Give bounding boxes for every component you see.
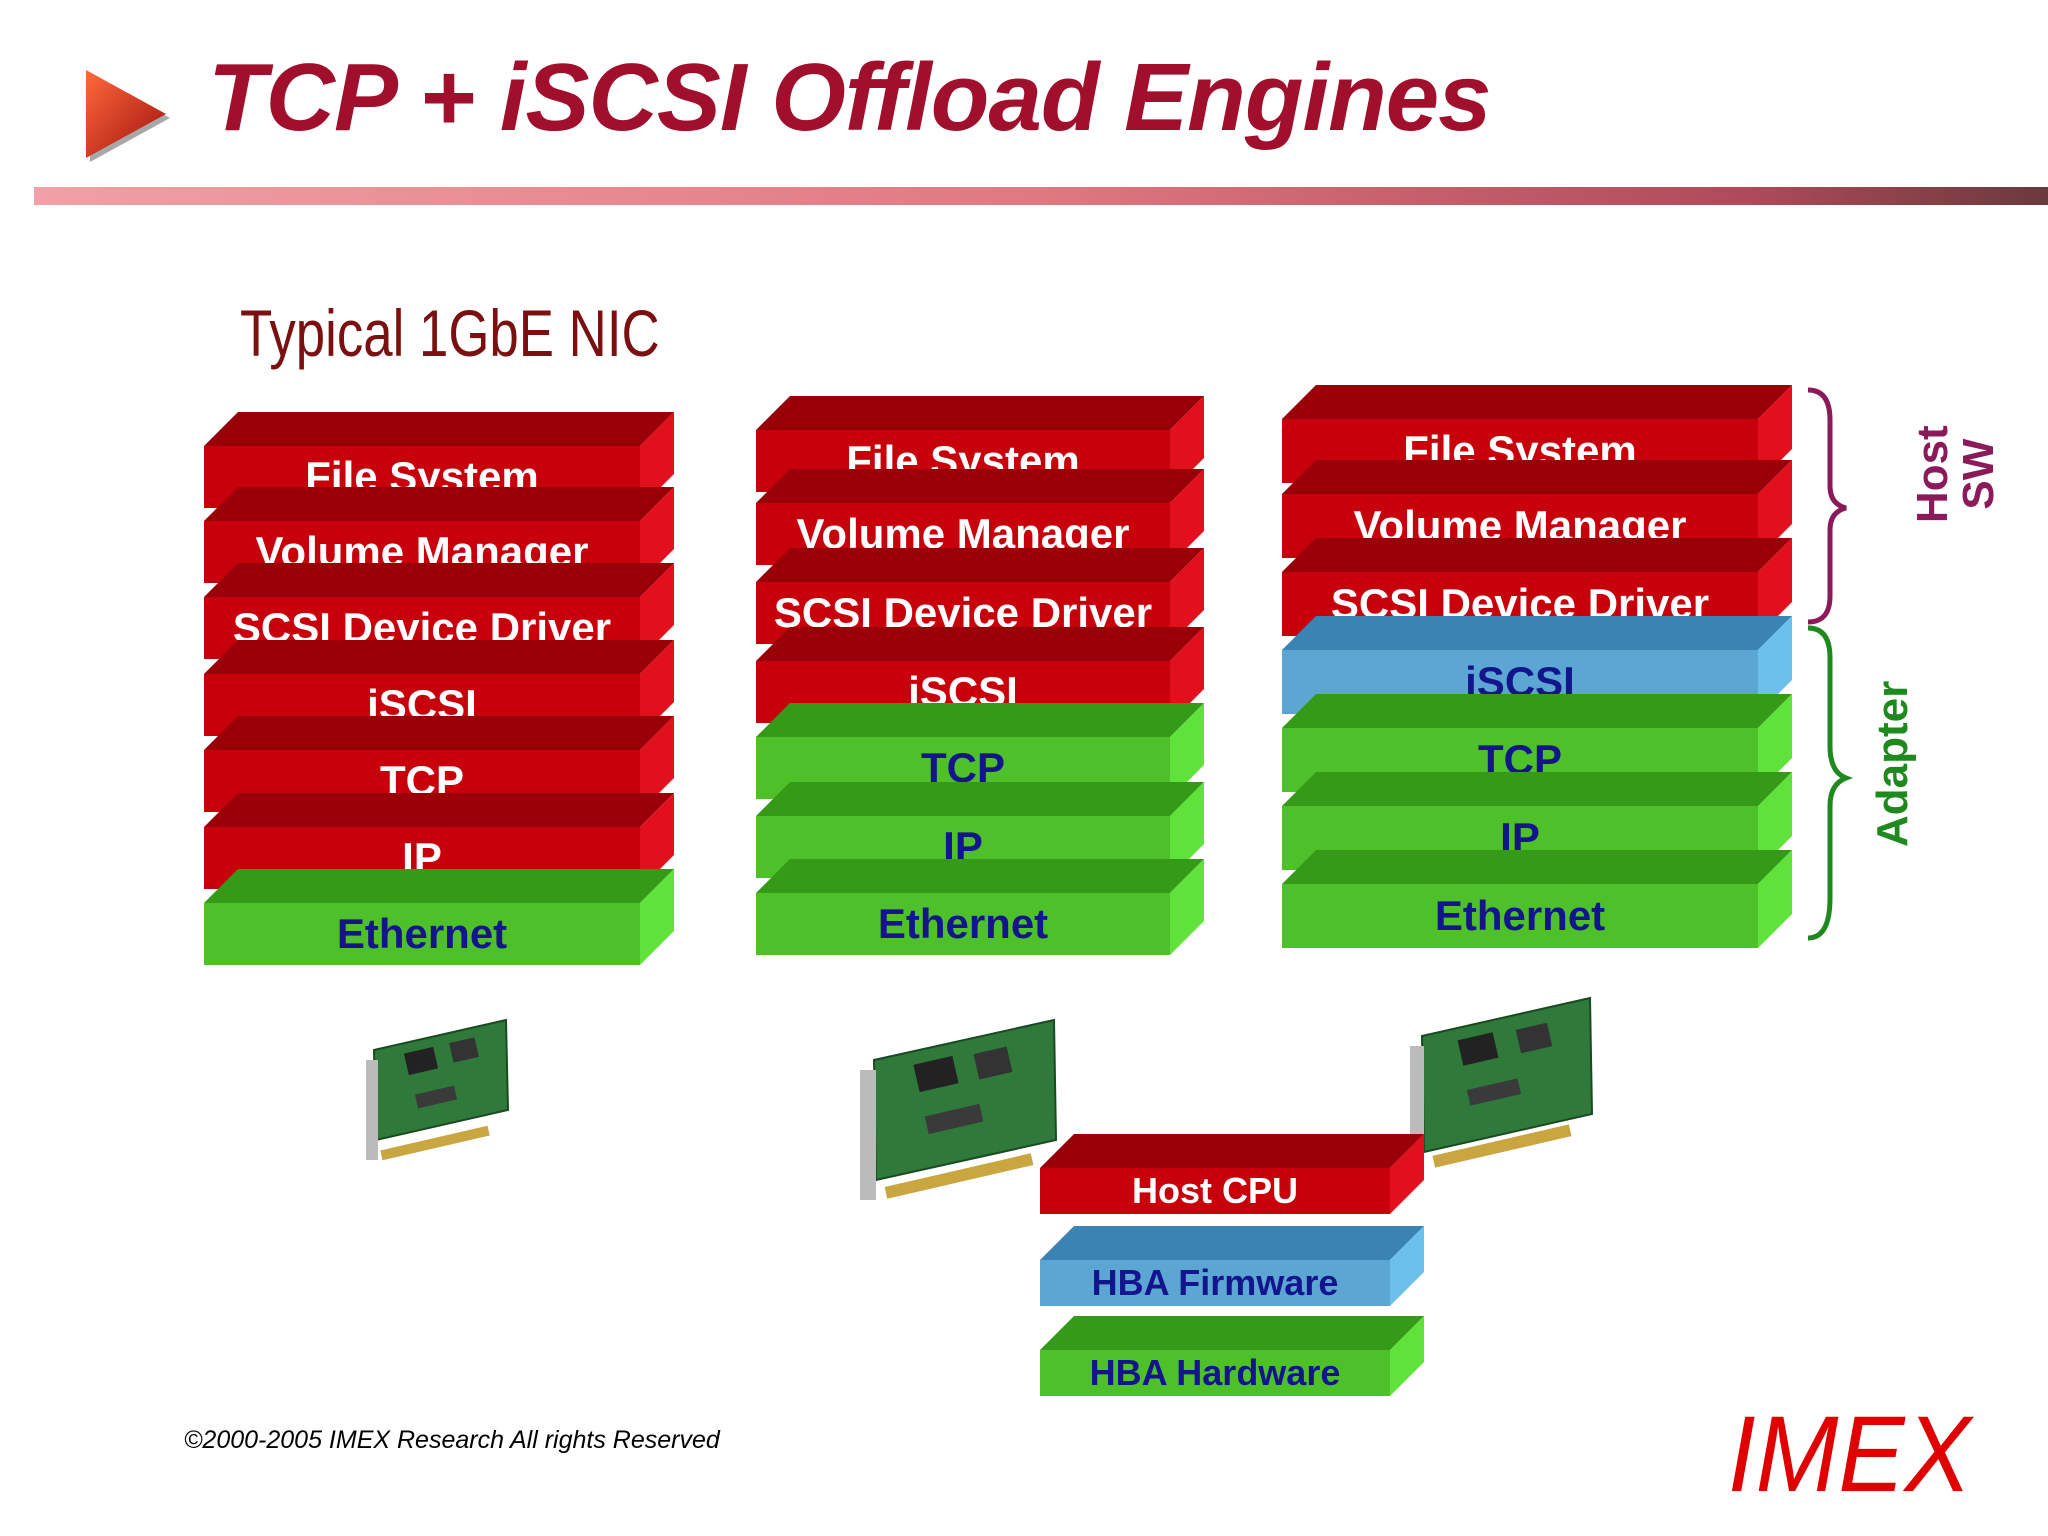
- layer-block: Ethernet: [756, 859, 1204, 955]
- layer-label: Ethernet: [1282, 884, 1758, 948]
- legend-label: Host CPU: [1040, 1168, 1390, 1214]
- layer-label: Ethernet: [756, 893, 1170, 955]
- title-divider: [34, 187, 2048, 205]
- legend-label: HBA Hardware: [1040, 1350, 1390, 1396]
- legend-host-cpu: Host CPU: [1040, 1134, 1424, 1214]
- subtitle: Typical 1GbE NIC: [240, 296, 660, 370]
- nic-card-image: [366, 1018, 510, 1161]
- legend-hba-hardware: HBA Hardware: [1040, 1316, 1424, 1396]
- copyright-footer: ©2000-2005 IMEX Research All rights Rese…: [184, 1426, 720, 1454]
- nic-card-image: [1410, 996, 1594, 1168]
- brace-icon: [1807, 387, 1854, 941]
- host-sw-line: SW: [1954, 438, 2003, 510]
- layer-block: Ethernet: [204, 869, 674, 965]
- slide-title: TCP + iSCSI Offload Engines: [208, 44, 1492, 151]
- layer-block: TCP: [1282, 694, 1792, 792]
- title-arrow-icon: [86, 70, 170, 162]
- imex-logo: IMEX: [1728, 1393, 1971, 1514]
- nic-card-image: [860, 1018, 1058, 1200]
- layer-label: Ethernet: [204, 903, 640, 965]
- layer-block: Ethernet: [1282, 850, 1792, 948]
- host-sw-line: Host: [1907, 425, 1957, 524]
- adapter-label: Adapter: [1868, 680, 1917, 847]
- legend-label: HBA Firmware: [1040, 1260, 1390, 1306]
- legend-hba-firmware: HBA Firmware: [1040, 1226, 1424, 1306]
